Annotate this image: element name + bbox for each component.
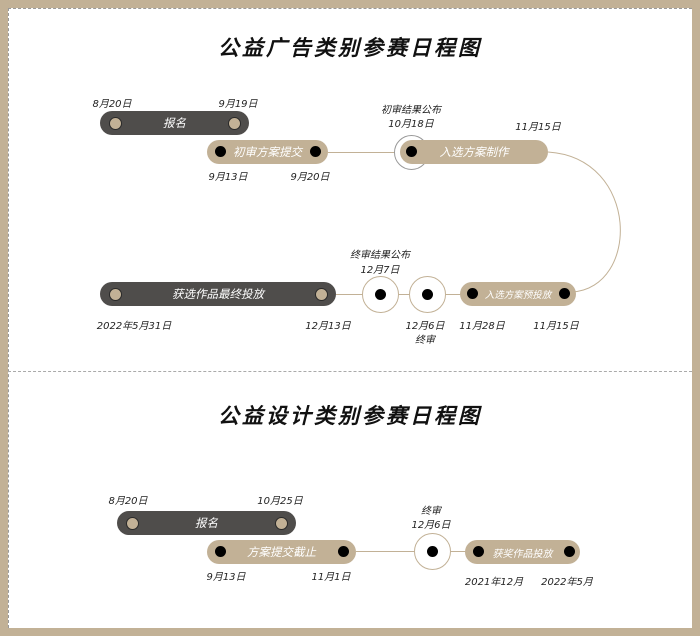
stage-label: 初审方案提交 [233,145,302,159]
date-label: 9月13日 [206,572,246,583]
milestone-final-review-2 [414,533,451,570]
milestone-label: 终审结果公布 [350,250,410,261]
chart1-title: 公益广告类别参赛日程图 [218,36,482,60]
date-label: 2021年12月 [464,577,524,588]
date-label: 8月20日 [108,496,148,507]
stage-final-release: 获选作品最终投放 [100,282,336,306]
date-label: 11月28日 [459,321,505,332]
date-label: 9月20日 [290,172,330,183]
start-marker [473,546,484,557]
milestone-dot [375,289,386,300]
connector-line [328,152,400,153]
stage-label: 方案提交截止 [247,545,316,559]
stage-register-2: 报名 [117,511,296,535]
milestone-dot [427,546,438,557]
date-label: 12月6日 [411,520,451,531]
date-label: 8月20日 [92,99,132,110]
end-marker [275,516,288,530]
stage-first-submit: 初审方案提交 [207,140,328,164]
milestone-final-result [362,276,399,313]
section-divider [8,371,692,372]
stage-submit-deadline: 方案提交截止 [207,540,356,564]
start-marker [406,146,417,157]
stage-label: 获奖作品投放 [492,548,553,560]
stage-award-release: 获奖作品投放 [465,540,580,564]
end-marker [559,288,570,299]
stage-pre-release: 入选方案预投放 [460,282,576,306]
milestone-label: 终审 [415,335,435,346]
date-label: 2022年5月 [541,577,593,588]
milestone-label: 初审结果公布 [381,105,441,116]
date-label: 10月25日 [257,496,303,507]
start-marker [109,116,122,130]
date-label: 9月13日 [208,172,248,183]
stage-label: 报名 [163,116,186,130]
start-marker [126,516,139,530]
milestone-label: 终审 [421,506,441,517]
end-marker [338,546,349,557]
date-label: 9月19日 [218,99,258,110]
date-label: 12月7日 [360,265,400,276]
stage-label: 报名 [195,516,218,530]
stage-label: 入选方案制作 [439,145,509,159]
date-label: 11月1日 [311,572,351,583]
start-marker [215,146,226,157]
date-label: 10月18日 [388,119,434,130]
date-label: 11月15日 [533,321,579,332]
stage-register: 报名 [100,111,249,135]
end-marker [564,546,575,557]
connector-line [336,294,462,295]
stage-label: 入选方案预投放 [484,290,552,301]
stage-selected-make: 入选方案制作 [400,140,548,164]
date-label: 2022年5月31日 [96,321,172,332]
end-marker [228,116,241,130]
milestone-dot [422,289,433,300]
milestone-final-review [409,276,446,313]
connector-line [356,551,466,552]
end-marker [315,287,328,301]
start-marker [467,288,478,299]
date-label: 11月15日 [515,122,561,133]
date-label: 12月6日 [405,321,445,332]
chart2-title: 公益设计类别参赛日程图 [218,404,482,428]
start-marker [215,546,226,557]
date-label: 12月13日 [305,321,351,332]
start-marker [109,287,122,301]
end-marker [310,146,321,157]
stage-label: 获选作品最终投放 [172,287,264,301]
